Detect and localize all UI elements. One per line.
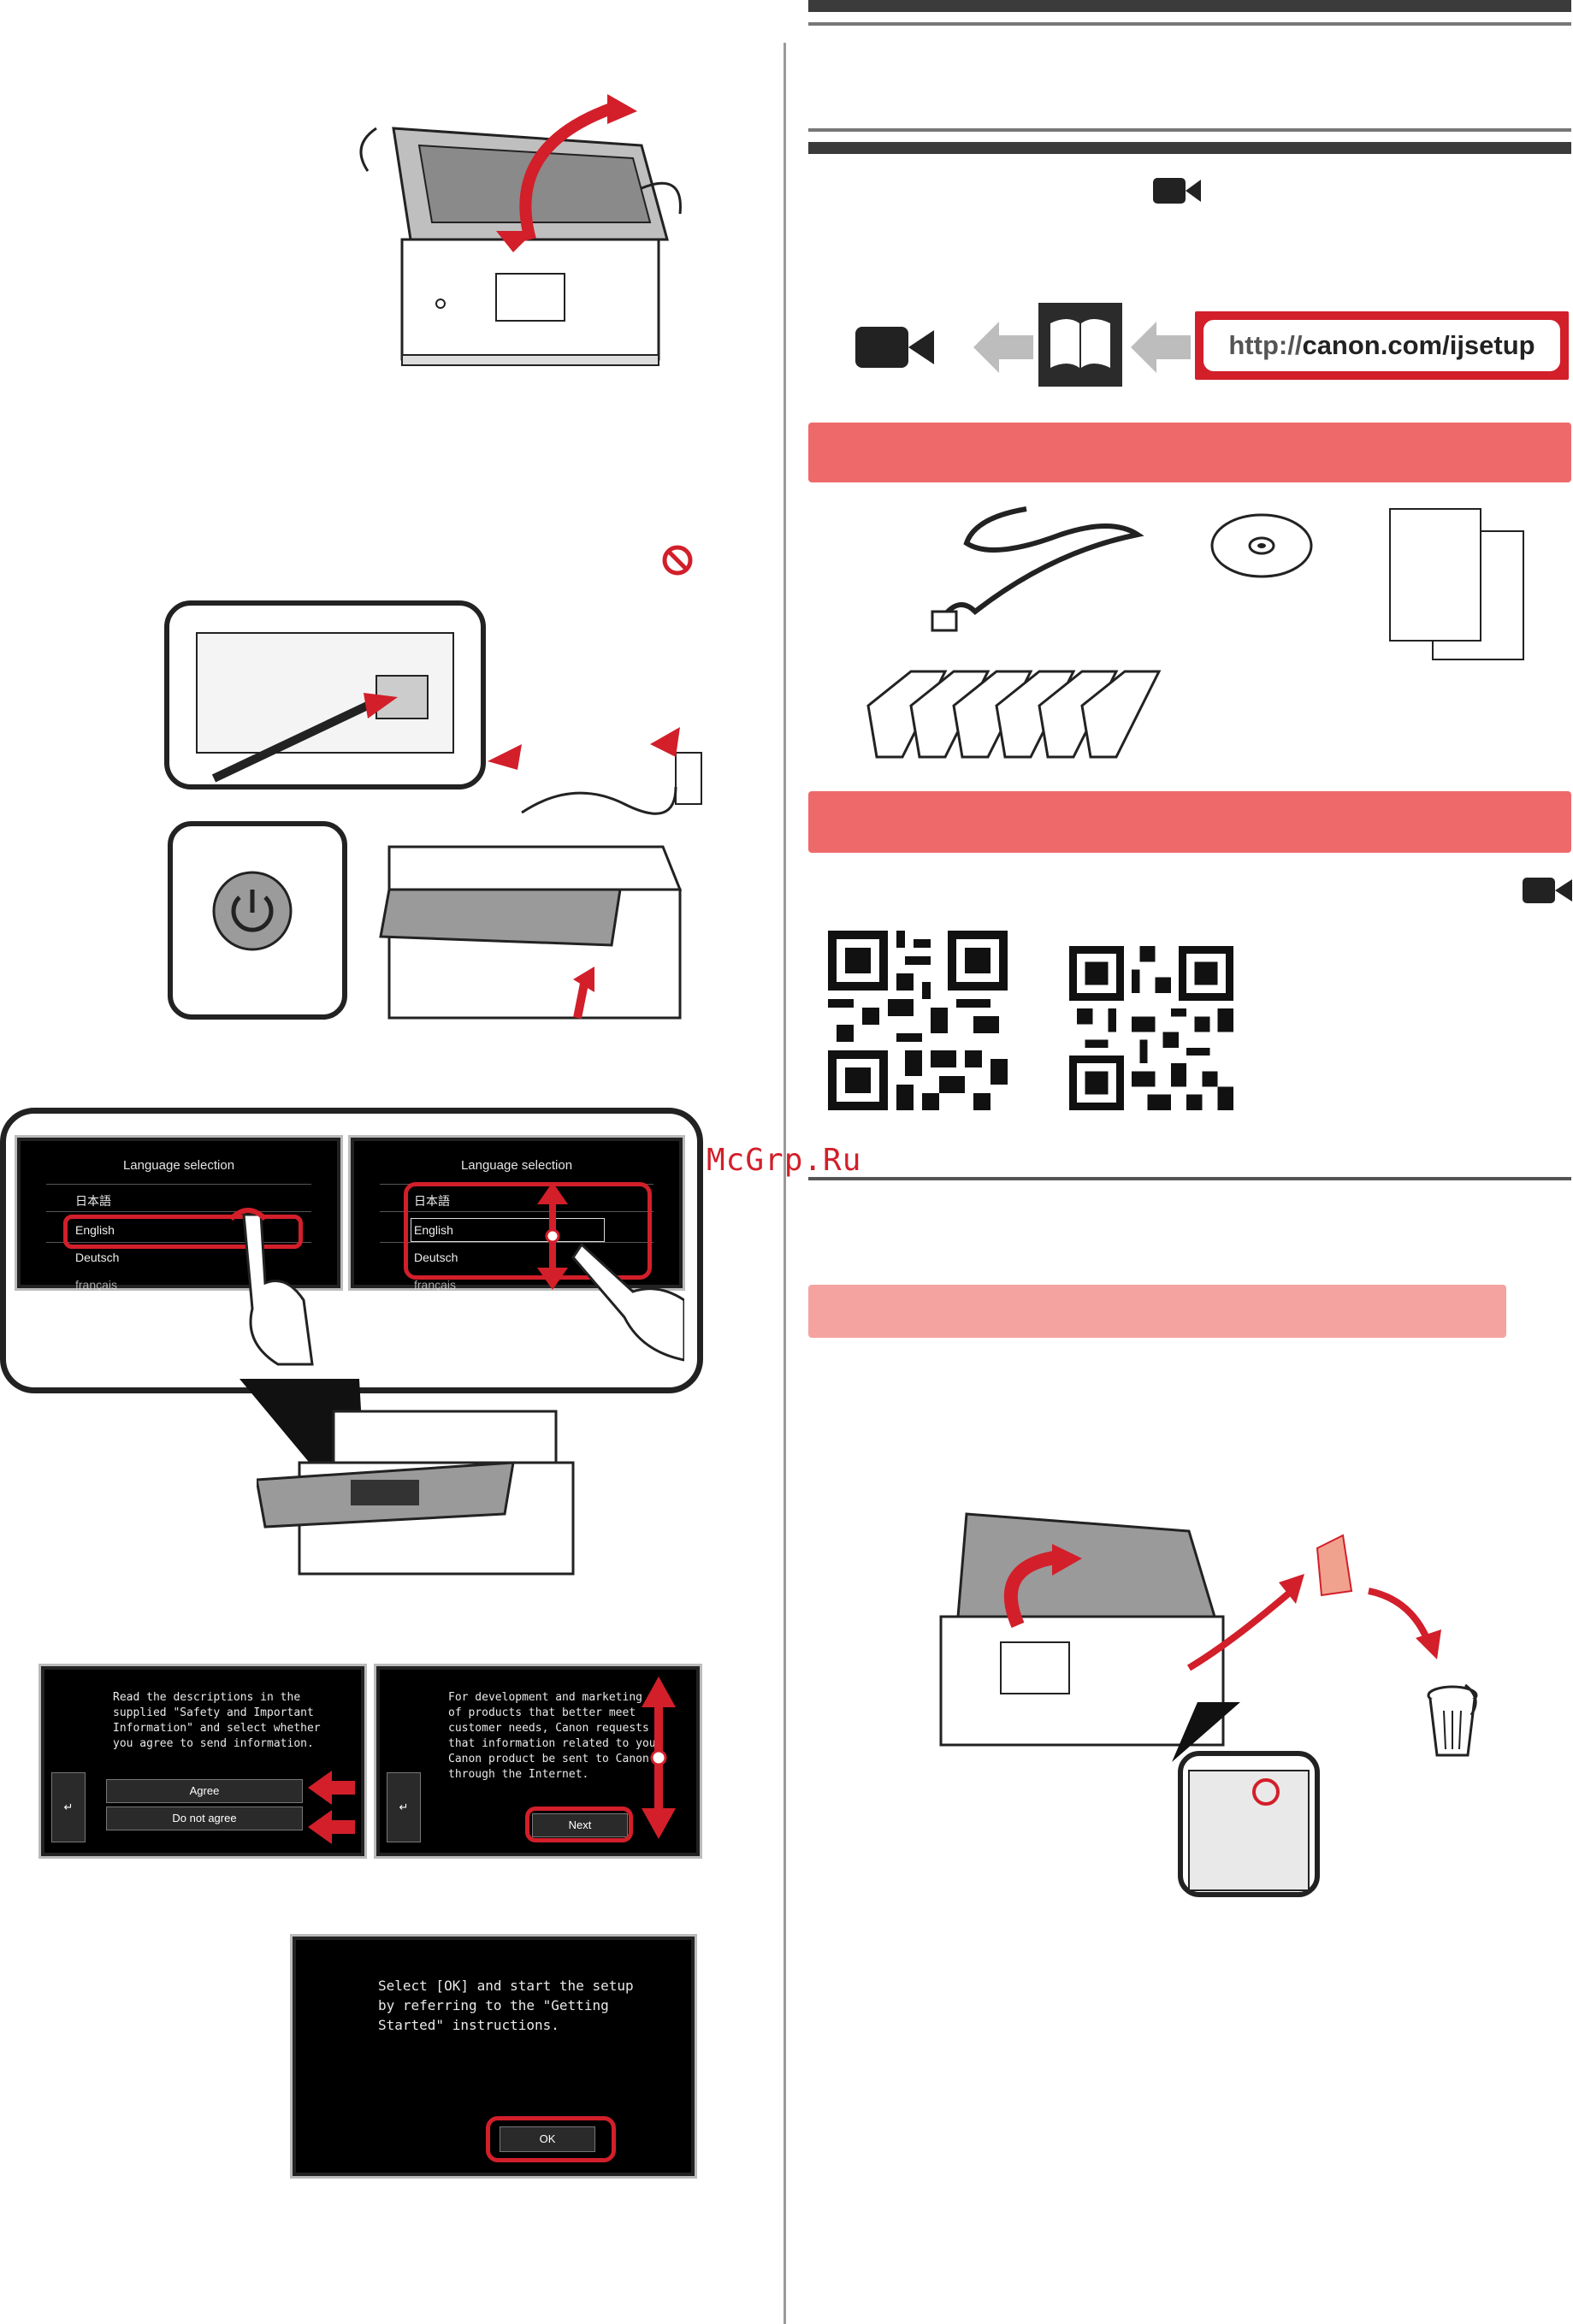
start-setup-message: Select [OK] and start the setup by refer… xyxy=(378,1978,634,2033)
section-rule-thick xyxy=(808,142,1571,154)
video-camera-icon xyxy=(855,327,934,368)
prohibited-icon xyxy=(662,545,693,576)
marketing-message: For development and marketing of product… xyxy=(448,1691,663,1781)
section-rule xyxy=(808,128,1571,132)
scroll-arrow-icon xyxy=(642,1676,676,1839)
arrow-left-icon xyxy=(973,322,1033,373)
url-prefix: http:// xyxy=(1228,330,1303,360)
power-cord-connection-illustration xyxy=(164,600,702,815)
language-item-deutsch[interactable]: Deutsch xyxy=(414,1251,458,1264)
setup-url-link[interactable]: http://canon.com/ijsetup xyxy=(1195,311,1569,380)
printer-panel-illustration xyxy=(257,1410,575,1576)
language-item-japanese[interactable]: 日本語 xyxy=(414,1194,450,1208)
english-highlight xyxy=(63,1215,303,1249)
language-item-francais[interactable]: français xyxy=(414,1278,457,1292)
power-icon xyxy=(212,871,293,951)
power-cord-icon xyxy=(931,506,1144,632)
language-item-francais[interactable]: français xyxy=(75,1278,118,1292)
video-camera-icon xyxy=(1523,878,1572,903)
arrow-left-icon xyxy=(1131,322,1191,373)
section-header-remove-tape xyxy=(808,1285,1506,1338)
screen-title: Language selection xyxy=(460,1158,573,1173)
section-rule xyxy=(808,1177,1571,1180)
section-header-box-contents xyxy=(808,423,1571,482)
agree-button[interactable]: Agree xyxy=(106,1779,303,1803)
start-setup-screen: Select [OK] and start the setup by refer… xyxy=(293,1937,695,2176)
document-sheet-front xyxy=(1389,508,1481,642)
trash-can-icon xyxy=(1427,1683,1478,1757)
section-header-video xyxy=(808,791,1571,853)
qr-code[interactable] xyxy=(826,931,1009,1110)
tap-hand-icon xyxy=(228,1208,314,1366)
ok-button[interactable]: OK xyxy=(500,2126,595,2152)
url-host: canon.com/ijsetup xyxy=(1302,330,1535,360)
qr-code[interactable] xyxy=(1069,946,1233,1110)
ok-highlight xyxy=(486,2116,616,2162)
ink-tanks-icon xyxy=(866,670,1162,759)
language-item-deutsch[interactable]: Deutsch xyxy=(75,1251,120,1264)
language-selection-screen-1: Language selection 日本語 English Deutsch f… xyxy=(17,1138,340,1292)
screen-title: Language selection xyxy=(122,1158,235,1173)
swipe-hand-icon xyxy=(571,1242,684,1362)
video-camera-icon xyxy=(1153,178,1201,204)
do-not-agree-button[interactable]: Do not agree xyxy=(106,1807,303,1830)
next-button[interactable]: Next xyxy=(532,1813,628,1837)
next-highlight xyxy=(525,1807,633,1842)
marketing-consent-screen: For development and marketing of product… xyxy=(376,1666,700,1856)
column-divider xyxy=(784,43,786,2324)
scroll-arrow-icon xyxy=(537,1182,568,1290)
printer-front-illustration xyxy=(379,845,683,1020)
printer-remove-tape-illustration xyxy=(939,1512,1441,1897)
language-selection-screen-2: Language selection 日本語 English Deutsch f… xyxy=(351,1138,683,1292)
header-rule-thin xyxy=(808,22,1571,26)
back-button[interactable]: ↵ xyxy=(387,1772,421,1842)
manual-book-icon xyxy=(1038,303,1122,387)
send-information-screen: Read the descriptions in the supplied "S… xyxy=(41,1666,364,1856)
scroll-highlight xyxy=(404,1182,652,1280)
back-button[interactable]: ↵ xyxy=(51,1772,86,1842)
printer-open-lid-illustration xyxy=(359,94,682,366)
pointing-arrows xyxy=(308,1771,355,1844)
language-item-japanese[interactable]: 日本語 xyxy=(75,1194,111,1208)
language-item-english[interactable]: English xyxy=(414,1223,453,1237)
send-information-message: Read the descriptions in the supplied "S… xyxy=(113,1691,321,1750)
language-item-english[interactable]: English xyxy=(75,1223,115,1237)
header-rule-top xyxy=(808,0,1571,12)
cd-rom-icon xyxy=(1210,513,1313,578)
